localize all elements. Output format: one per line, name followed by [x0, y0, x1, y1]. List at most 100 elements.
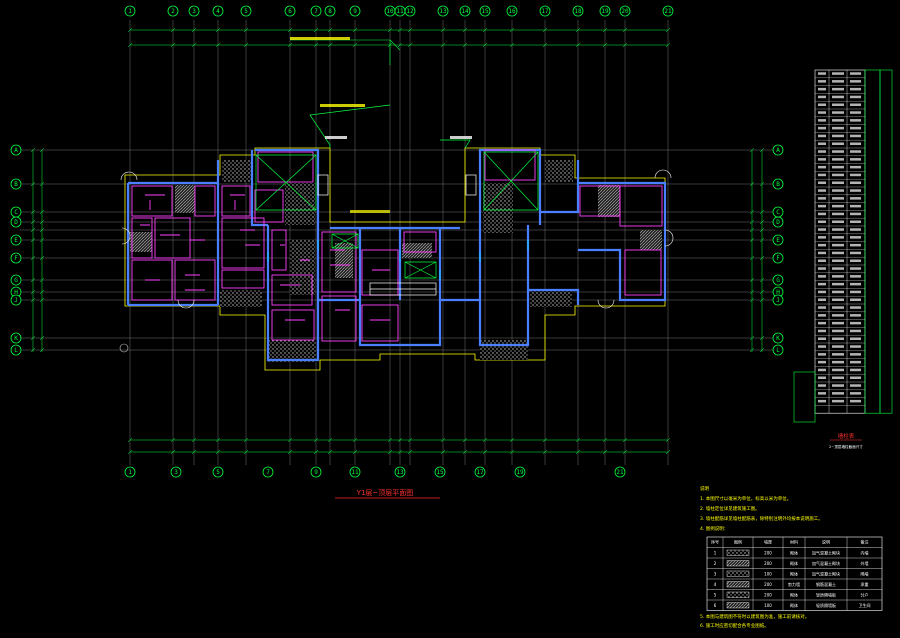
- axis-bubble: [514, 466, 526, 478]
- axis-bubble: [324, 5, 336, 17]
- dimension-tick: [327, 42, 333, 48]
- dimension-tick: [352, 27, 358, 33]
- axis-bubble: [772, 216, 784, 228]
- axis-bubble: [459, 5, 471, 17]
- dimension-tick: [243, 27, 249, 33]
- dimension-tick: [665, 437, 671, 443]
- schedule-cell-mark: [818, 87, 826, 91]
- legend-cell: 外墙: [861, 560, 869, 566]
- axis-label: D: [776, 219, 780, 226]
- axis-label: 1: [128, 469, 132, 476]
- legend-cell: 轻质隔墙板: [816, 592, 836, 598]
- dimension-tick: [665, 449, 671, 455]
- schedule-cell-mark: [832, 212, 844, 216]
- dimension-tick: [602, 42, 608, 48]
- schedule-cell-mark: [818, 337, 826, 340]
- axis-label: 1: [128, 8, 132, 15]
- dimension-tick: [622, 449, 628, 455]
- dimension-tick: [602, 449, 608, 455]
- dimension-tick: [482, 27, 488, 33]
- dimension-tick: [287, 42, 293, 48]
- legend-cell: 加气混凝土砌块: [812, 571, 840, 577]
- axis-label: A: [14, 147, 18, 154]
- dimension-tick: [127, 449, 133, 455]
- axis-label: 19: [516, 469, 524, 476]
- dimension-tick: [127, 437, 133, 443]
- general-notes: 说明 1. 本图尺寸以毫米为单位，标高以米为单位。 2. 墙柱定位详见建筑施工图…: [700, 485, 823, 629]
- dimension-tick: [30, 347, 36, 353]
- dimension-tick: [170, 42, 176, 48]
- stair-hatch: [480, 340, 528, 360]
- schedule-cell-mark: [850, 212, 861, 216]
- axis-label: L: [776, 347, 780, 354]
- schedule-cell-mark: [818, 111, 826, 114]
- axis-bubble: [599, 5, 611, 17]
- schedule-cell-mark: [818, 267, 826, 270]
- schedule-cell-mark: [832, 306, 844, 309]
- schedule-cell-mark: [850, 314, 861, 317]
- legend-swatch: [726, 602, 750, 609]
- axis-label: H: [776, 289, 780, 296]
- axis-bubble: [614, 466, 626, 478]
- dimension-tick: [462, 27, 468, 33]
- schedule-cell-mark: [832, 173, 844, 177]
- axis-label: A: [776, 147, 780, 154]
- dimension-tick: [30, 237, 36, 243]
- dimension-tick: [39, 219, 45, 225]
- schedule-cell-mark: [832, 314, 844, 317]
- axis-bubble: [10, 344, 22, 356]
- axis-bubble: [772, 252, 784, 264]
- axis-label: F: [14, 255, 18, 262]
- dimension-tick: [313, 27, 319, 33]
- footnote-line: 6. 施工时应密切配合各专业图纸。: [700, 622, 769, 629]
- dimension-tick: [575, 437, 581, 443]
- dimension-tick: [759, 147, 765, 153]
- dimension-tick: [542, 27, 548, 33]
- schedule-cell-mark: [818, 384, 826, 387]
- legend-cell: 砌体: [790, 571, 798, 577]
- dimension-tick: [39, 181, 45, 187]
- stair-hatch: [290, 240, 315, 295]
- schedule-cell-mark: [850, 189, 861, 192]
- dimension-tick: [30, 147, 36, 153]
- axis-bubble: [310, 5, 322, 17]
- dimension-tick: [749, 209, 755, 215]
- legend-header-cell: 备注: [861, 539, 869, 545]
- axis-bubble: [539, 5, 551, 17]
- schedule-cell-mark: [850, 345, 861, 348]
- axis-label: J: [776, 297, 780, 304]
- legend-header-cell: 材料: [790, 539, 798, 545]
- axis-label: 13: [396, 469, 404, 476]
- dimension-tick: [462, 449, 468, 455]
- axis-label: 9: [314, 469, 318, 476]
- building-outline: [124, 147, 666, 371]
- axis-label: F: [776, 255, 780, 262]
- stair-hatch: [335, 243, 353, 278]
- schedule-cell-mark: [818, 376, 826, 379]
- schedule-cell-mark: [850, 236, 861, 239]
- legend-cell: 钢筋混凝土: [816, 581, 836, 587]
- schedule-cell-mark: [832, 392, 844, 395]
- schedule-cell-mark: [818, 360, 826, 364]
- dimension-tick: [749, 289, 755, 295]
- schedule-cell-mark: [832, 275, 844, 278]
- dimension-tick: [749, 147, 755, 153]
- axis-label: 13: [439, 8, 447, 15]
- dimension-tick: [352, 42, 358, 48]
- schedule-side-column: [864, 69, 881, 414]
- schedule-cell-mark: [832, 399, 844, 403]
- schedule-cell-mark: [818, 243, 826, 247]
- schedule-cell-mark: [832, 220, 844, 223]
- schedule-cell-mark: [832, 329, 844, 333]
- schedule-cell-mark: [850, 267, 861, 270]
- legend-cell: 4: [714, 582, 717, 587]
- legend-header-cell: 序号: [711, 539, 719, 545]
- dimension-tick: [39, 289, 45, 295]
- dimension-tick: [509, 27, 515, 33]
- axis-bubble: [572, 5, 584, 17]
- schedule-cell-mark: [818, 399, 826, 403]
- schedule-cell-mark: [832, 353, 844, 356]
- axis-bubble: [772, 234, 784, 246]
- legend-cell: 6: [714, 603, 717, 608]
- dimension-tick: [327, 437, 333, 443]
